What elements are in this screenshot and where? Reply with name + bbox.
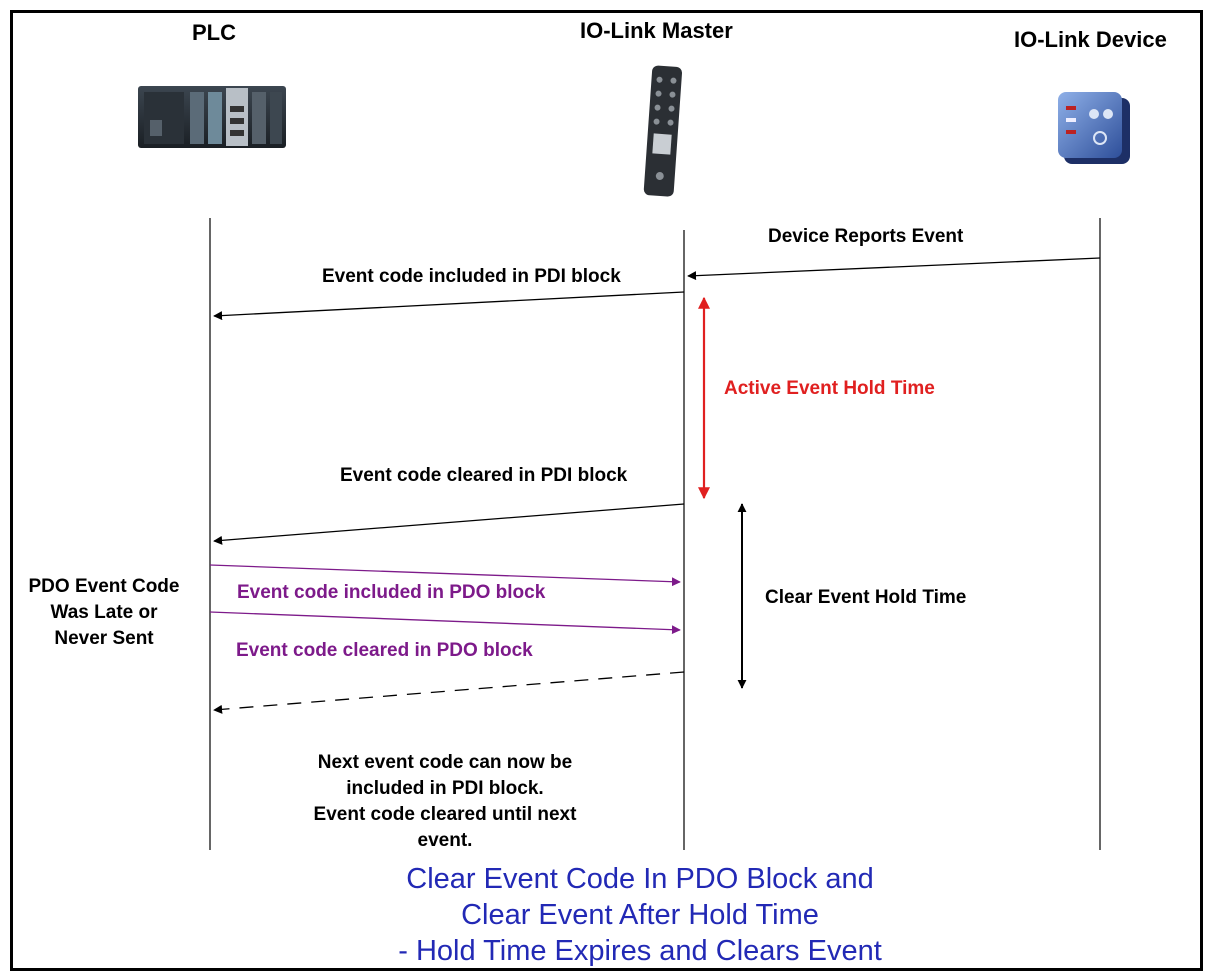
label-event-included-pdi: Event code included in PDI block	[322, 266, 621, 287]
note-next-event-line: Next event code can now be	[317, 752, 573, 773]
note-pdo-late-line: PDO Event Code	[28, 576, 180, 597]
note-next-event: Next event code can now be included in P…	[270, 750, 620, 854]
arrow-event-included-pdi	[213, 291, 685, 321]
caption-line-3: - Hold Time Expires and Clears Event	[398, 935, 882, 967]
arrow-event-included-pdo	[209, 564, 681, 587]
io-link-master-image	[643, 65, 683, 197]
label-active-event-hold-time: Active Event Hold Time	[724, 378, 935, 399]
caption-line-1: Clear Event Code In PDO Block and	[406, 863, 874, 895]
diagram-frame	[10, 10, 1203, 971]
plc-image	[138, 86, 286, 148]
note-pdo-late-line: Was Late or	[50, 602, 158, 623]
label-device-reports-event: Device Reports Event	[768, 226, 964, 247]
io-link-device-title: IO-Link Device	[1014, 27, 1167, 52]
note-next-event-line: included in PDI block.	[346, 778, 544, 799]
caption-line-2: Clear Event After Hold Time	[461, 899, 819, 931]
note-pdo-late-line: Never Sent	[54, 628, 154, 649]
io-link-device-image	[1058, 92, 1130, 164]
arrow-event-cleared-pdo	[209, 611, 681, 635]
note-next-event-line: event.	[417, 830, 473, 851]
label-event-cleared-pdo: Event code cleared in PDO block	[236, 640, 533, 661]
arrow-hold-expires-dashed	[213, 671, 685, 714]
note-pdo-late: PDO Event Code Was Late or Never Sent	[14, 574, 194, 652]
label-event-included-pdo: Event code included in PDO block	[237, 582, 546, 603]
label-event-cleared-pdi: Event code cleared in PDI block	[340, 465, 628, 486]
note-next-event-line: Event code cleared until next	[313, 804, 577, 825]
plc-title: PLC	[192, 20, 236, 45]
io-link-master-title: IO-Link Master	[580, 18, 733, 43]
label-clear-event-hold-time: Clear Event Hold Time	[765, 587, 967, 608]
arrow-event-cleared-pdi	[213, 503, 685, 545]
arrow-device-reports-event	[687, 257, 1101, 281]
